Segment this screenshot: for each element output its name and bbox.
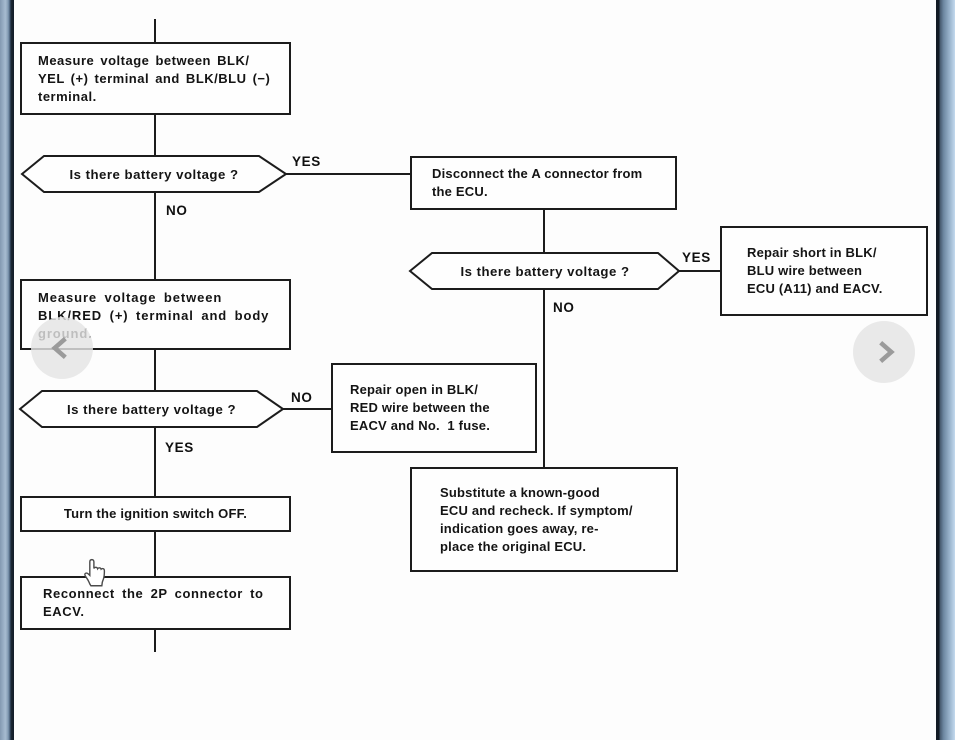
branch-label-yes-2: YES bbox=[165, 440, 194, 455]
prev-button[interactable] bbox=[31, 317, 93, 379]
flowchart-box-repair-open: Repair open in BLK/ RED wire between the… bbox=[331, 363, 537, 453]
flowchart-box-repair-short: Repair short in BLK/ BLU wire between EC… bbox=[720, 226, 928, 316]
decision-text-2: Is there battery voltage ? bbox=[66, 401, 237, 417]
flowchart-box-substitute-ecu: Substitute a known-good ECU and recheck.… bbox=[410, 467, 678, 572]
branch-label-no-2: NO bbox=[291, 390, 313, 405]
flowchart-box-reconnect-2p: Reconnect the 2P connector to EACV. bbox=[20, 576, 291, 630]
flowchart-box-measure-blk-yel: Measure voltage between BLK/ YEL (+) ter… bbox=[20, 42, 291, 115]
branch-label-no-3: NO bbox=[553, 300, 575, 315]
viewer-right-border bbox=[936, 0, 955, 740]
viewer-left-border bbox=[0, 0, 14, 740]
branch-label-yes-3: YES bbox=[682, 250, 711, 265]
flowchart-box-ignition-off: Turn the ignition switch OFF. bbox=[20, 496, 291, 532]
decision-text-3: Is there battery voltage ? bbox=[460, 263, 630, 279]
chevron-right-icon bbox=[879, 340, 895, 364]
decision-text-1: Is there battery voltage ? bbox=[69, 166, 239, 182]
flowchart-box-disconnect-a-connector: Disconnect the A connector from the ECU. bbox=[410, 156, 677, 210]
next-button[interactable] bbox=[853, 321, 915, 383]
branch-label-no-1: NO bbox=[166, 203, 188, 218]
chevron-left-icon bbox=[51, 336, 67, 360]
branch-label-yes-1: YES bbox=[292, 154, 321, 169]
